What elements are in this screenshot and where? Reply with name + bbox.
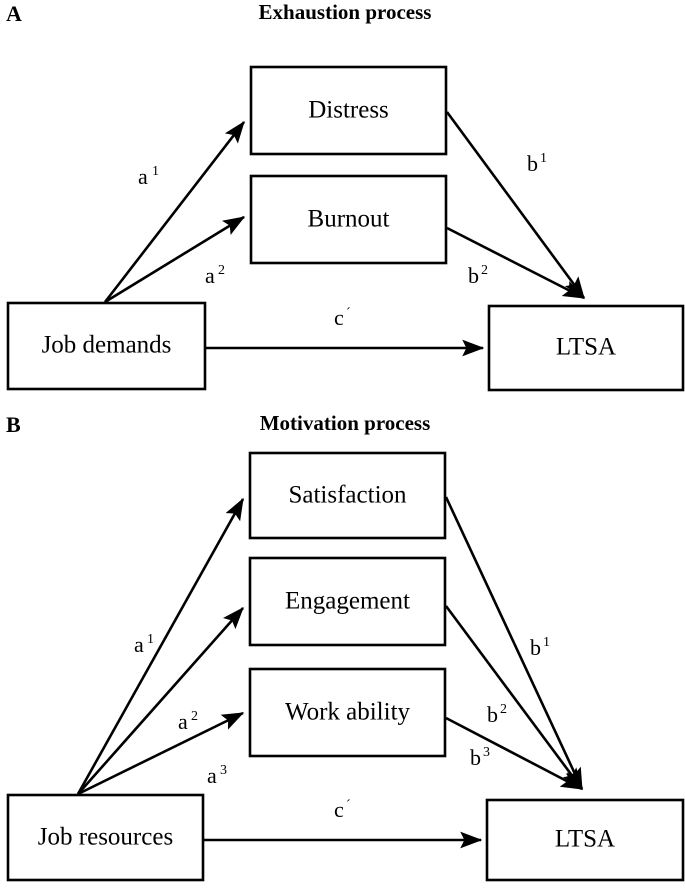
path-label-a3-panel-b: a 3 (207, 763, 227, 788)
svg-text:a: a (134, 632, 144, 657)
path-arrow-a1-panel-b (76, 497, 245, 795)
path-label-b2-panel-a: b 2 (468, 263, 488, 288)
svg-text:c: c (334, 797, 344, 822)
node-box-job-demands[interactable] (6, 301, 207, 391)
svg-text:b: b (487, 702, 498, 727)
svg-text:c: c (334, 305, 344, 330)
panel-b-title: Motivation process (260, 411, 431, 435)
node-box-burnout[interactable] (249, 174, 448, 265)
node-box-work-ability[interactable] (248, 667, 447, 758)
svg-text:b: b (530, 635, 541, 660)
panel-a-letter: A (6, 1, 22, 26)
path-label-b3-panel-b: b 3 (470, 745, 490, 770)
path-arrow-b1-panel-b (444, 496, 584, 791)
node-box-job-resources[interactable] (6, 793, 205, 882)
path-arrow-b1-panel-a (445, 111, 586, 300)
node-box-distress[interactable] (249, 65, 448, 156)
node-label-work-ability: Work ability (285, 699, 411, 726)
path-label-b1-panel-a: b 1 (527, 151, 547, 176)
node-label-ltsa-panel-a: LTSA (556, 334, 616, 361)
node-box-satisfaction[interactable] (248, 451, 447, 540)
path-label-a1-panel-a: a 1 (138, 164, 159, 189)
svg-text:2: 2 (500, 702, 507, 717)
path-label-a2-panel-b: a 2 (178, 709, 198, 734)
svg-text:2: 2 (481, 263, 488, 278)
svg-text:b: b (470, 745, 481, 770)
svg-text:1: 1 (147, 632, 154, 647)
node-box-engagement[interactable] (248, 556, 447, 647)
svg-text:a: a (178, 709, 188, 734)
path-arrow-a1-panel-a (103, 120, 246, 303)
path-arrow-b2-panel-b (444, 605, 584, 791)
path-label-a2-panel-a: a 2 (205, 263, 225, 288)
node-label-satisfaction: Satisfaction (288, 482, 407, 509)
svg-text:a: a (205, 263, 215, 288)
path-arrow-b3-panel-b (445, 716, 584, 791)
node-label-distress: Distress (308, 97, 389, 124)
svg-text:2: 2 (191, 709, 198, 724)
path-arrow-a2-panel-a (104, 215, 246, 304)
path-label-b1-panel-b: b 1 (530, 635, 550, 660)
svg-text:a: a (138, 164, 148, 189)
svg-text:b: b (527, 151, 538, 176)
path-label-b2-panel-b: b 2 (487, 702, 507, 727)
node-box-ltsa-panel-a[interactable] (487, 304, 685, 392)
node-label-job-resources: Job resources (38, 824, 173, 851)
svg-text:2: 2 (218, 263, 225, 278)
path-label-c-panel-b: c ´ (334, 797, 351, 822)
svg-text:´: ´ (346, 798, 351, 813)
node-label-job-demands: Job demands (42, 332, 172, 359)
svg-text:b: b (468, 263, 479, 288)
node-box-ltsa-panel-b[interactable] (485, 798, 685, 882)
svg-text:1: 1 (543, 635, 550, 650)
path-label-a1-panel-b: a 1 (134, 632, 154, 657)
panel-b-letter: B (6, 412, 21, 437)
svg-text:3: 3 (483, 745, 490, 760)
svg-text:a: a (207, 763, 217, 788)
svg-text:1: 1 (152, 164, 159, 179)
path-arrow-b2-panel-a (446, 226, 586, 300)
node-label-ltsa-panel-b: LTSA (555, 826, 615, 853)
svg-text:´: ´ (346, 306, 351, 321)
panel-a-title: Exhaustion process (259, 0, 432, 24)
path-label-c-panel-a: c ´ (334, 305, 351, 330)
node-label-burnout: Burnout (308, 206, 390, 233)
svg-text:3: 3 (220, 763, 227, 778)
path-arrow-a2-panel-b (77, 607, 244, 795)
node-label-engagement: Engagement (285, 588, 410, 615)
path-arrow-a3-panel-b (77, 711, 245, 796)
svg-text:1: 1 (540, 151, 547, 166)
